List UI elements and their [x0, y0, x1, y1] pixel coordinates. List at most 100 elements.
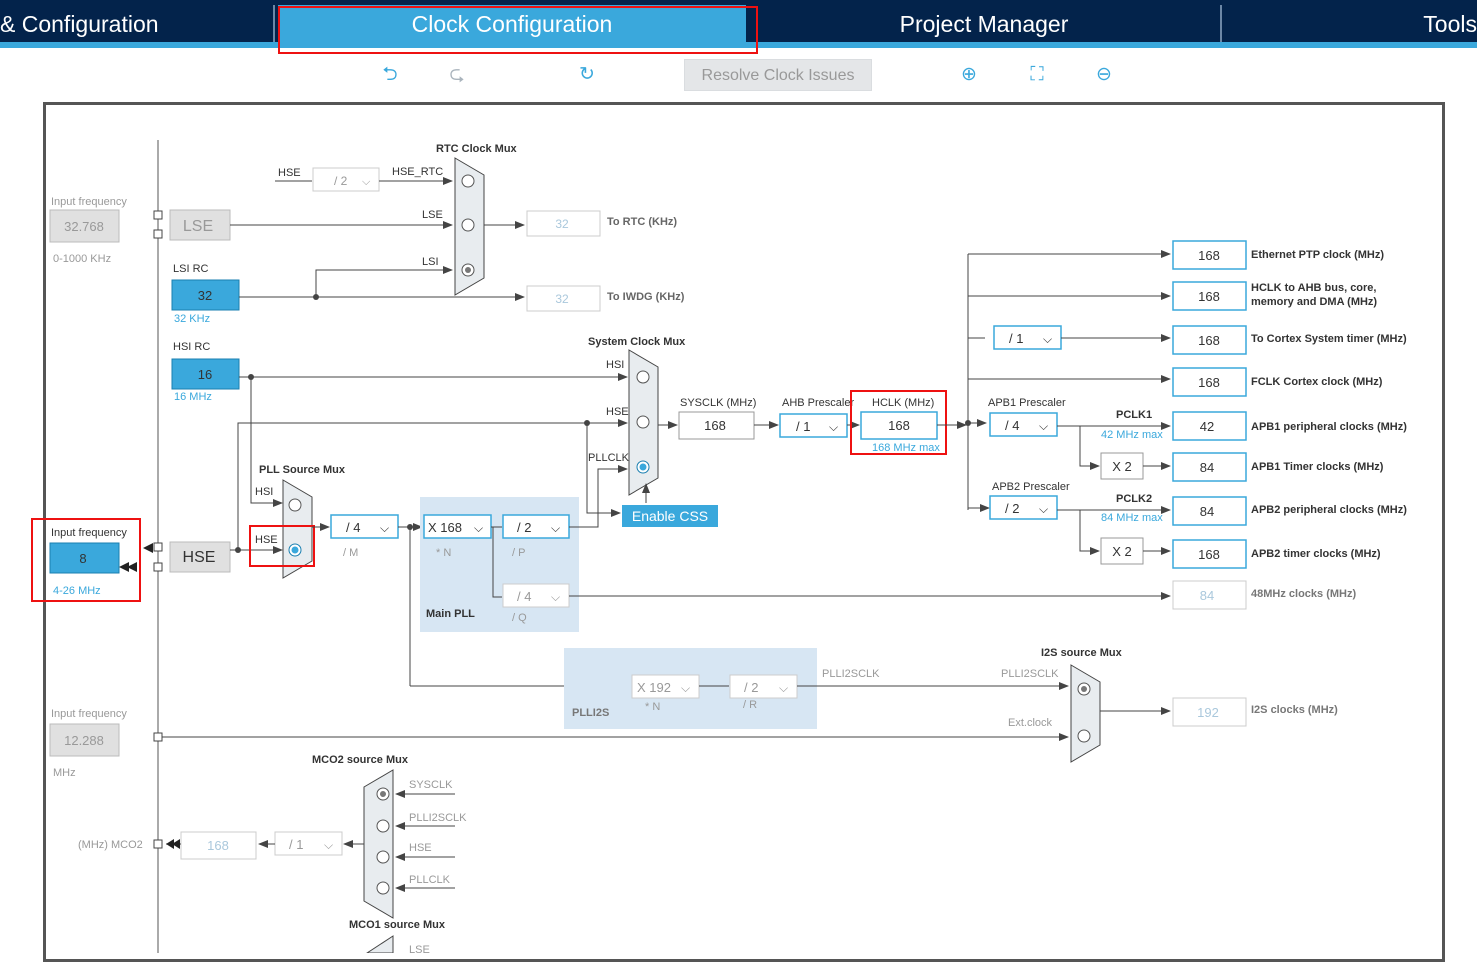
- rtc-mux-opt-hse[interactable]: [461, 174, 475, 188]
- mco2-label: (MHz) MCO2: [78, 839, 143, 851]
- resolve-clock-issues-button[interactable]: Resolve Clock Issues: [684, 59, 872, 91]
- apb1-timer-mul: [1100, 452, 1144, 480]
- undo-icon[interactable]: ⮌: [382, 64, 398, 85]
- mco2-opt-plli2s[interactable]: [376, 819, 390, 833]
- sys-mux-opt-hsi[interactable]: [636, 370, 650, 384]
- plli2s-n-value: X 192: [637, 680, 671, 695]
- highlight-pll-src-hse: [249, 525, 315, 567]
- sysclk-label: SYSCLK (MHz): [680, 397, 756, 409]
- output-hclk-ahb: 168 HCLK to AHB bus, core, memory and DM…: [1172, 281, 1377, 311]
- plli2s-out-label: PLLI2SCLK: [822, 668, 880, 680]
- chevron-down-icon: ⌵: [1039, 419, 1048, 433]
- tab-tools[interactable]: Tools: [1222, 5, 1477, 42]
- ahb-prescaler-label: AHB Prescaler: [782, 397, 854, 409]
- pll-source-mux: [282, 479, 313, 579]
- plli2s-n-label: * N: [645, 701, 660, 713]
- chevron-down-icon: ⌵: [380, 521, 389, 535]
- ahb-prescaler-value: / 1: [796, 419, 810, 434]
- output-ethernet-ptp: 168 Ethernet PTP clock (MHz): [1172, 240, 1384, 270]
- output-value: 84: [1200, 504, 1214, 519]
- lse-label: LSE: [183, 218, 213, 235]
- mco2-opt-pllclk[interactable]: [376, 881, 390, 895]
- lse-input-box[interactable]: [49, 209, 120, 243]
- pll-n-label: * N: [436, 547, 451, 559]
- hse-block: [169, 541, 231, 573]
- chevron-down-icon: ⌵: [779, 681, 788, 695]
- apb2-prescaler-value: / 2: [1005, 501, 1019, 516]
- pll-src-opt-hsi[interactable]: [288, 498, 302, 512]
- zoom-out-icon[interactable]: ⊖: [1096, 64, 1112, 85]
- hse-input-box[interactable]: [49, 542, 120, 574]
- i2s-output-label: I2S clocks (MHz): [1251, 704, 1338, 716]
- enable-css-button[interactable]: [622, 505, 718, 527]
- i2s-mux-title: I2S source Mux: [1041, 647, 1123, 659]
- pclk1-label: PCLK1: [1116, 409, 1152, 421]
- system-clock-mux-title: System Clock Mux: [588, 336, 686, 348]
- output-apb1-timer: 84 APB1 Timer clocks (MHz): [1172, 452, 1384, 482]
- mco2-source-mux: [363, 769, 394, 919]
- lse-input-value: 32.768: [64, 219, 104, 234]
- output-label: APB1 Timer clocks (MHz): [1251, 461, 1384, 473]
- pll-src-hsi-label: HSI: [255, 486, 273, 498]
- tab-pinout-configuration[interactable]: & Configuration: [0, 5, 275, 42]
- plli2s-r-value: / 2: [744, 680, 758, 695]
- mco2-output-box: [180, 831, 257, 860]
- refresh-icon[interactable]: ↻: [579, 64, 595, 85]
- apb2-prescaler-label: APB2 Prescaler: [992, 481, 1070, 493]
- pll-m-value: / 4: [346, 520, 360, 535]
- rtc-hse-rtc-label: HSE_RTC: [392, 166, 443, 178]
- tab-label: & Configuration: [0, 11, 159, 37]
- lsi-caption: LSI RC: [173, 263, 209, 275]
- rtc-in-lsi: LSI: [422, 256, 439, 268]
- output-value: 168: [1198, 333, 1220, 348]
- rtc-mux-opt-lse[interactable]: [461, 218, 475, 232]
- chevron-down-icon: ⌵: [362, 176, 371, 188]
- chevron-down-icon: ⌵: [1039, 502, 1048, 516]
- hsi-sub: 16 MHz: [174, 391, 212, 403]
- rtc-hse-div-select[interactable]: [312, 167, 380, 192]
- output-label: 48MHz clocks (MHz): [1251, 588, 1356, 600]
- output-cortex-timer: 168 To Cortex System timer (MHz): [1172, 325, 1407, 355]
- apb2-timer-mul: [1100, 537, 1144, 565]
- chevron-down-icon: ⌵: [324, 838, 333, 852]
- mco2-opt-hse[interactable]: [376, 850, 390, 864]
- output-label: Ethernet PTP clock (MHz): [1251, 249, 1384, 261]
- sys-mux-opt-hse[interactable]: [636, 415, 650, 429]
- fit-screen-icon[interactable]: ⛶: [1030, 64, 1044, 85]
- mco2-div-value: / 1: [289, 837, 303, 852]
- highlight-hse-input: [31, 518, 141, 602]
- rtc-mux-title: RTC Clock Mux: [436, 143, 518, 155]
- redo-icon[interactable]: ⮎: [449, 64, 465, 85]
- hse-label: HSE: [183, 549, 216, 566]
- output-48mhz: 84 48MHz clocks (MHz): [1172, 580, 1356, 610]
- mco1-mux-title: MCO1 source Mux: [349, 919, 446, 931]
- rtc-in-hse: HSE: [278, 167, 301, 179]
- output-fclk: 168 FCLK Cortex clock (MHz): [1172, 367, 1383, 397]
- apb2-prescaler-select[interactable]: [989, 495, 1058, 520]
- tab-clock-configuration[interactable]: Clock Configuration: [278, 5, 746, 48]
- chevron-down-icon: ⌵: [474, 521, 483, 535]
- apb1-timer-mul-value: X 2: [1112, 459, 1132, 474]
- apb1-prescaler-select[interactable]: [989, 412, 1058, 437]
- zoom-in-icon[interactable]: ⊕: [961, 64, 977, 85]
- iwdg-output-value: 32: [555, 292, 569, 306]
- i2s-mux-opt-ext[interactable]: [1077, 729, 1091, 743]
- chevron-down-icon: ⌵: [1043, 332, 1052, 346]
- output-label-line2: memory and DMA (MHz): [1251, 296, 1377, 308]
- i2s-input-box[interactable]: [49, 723, 120, 757]
- cortex-div-value: / 1: [1009, 331, 1023, 346]
- iwdg-output-box: [526, 285, 601, 312]
- mco2-mux-title: MCO2 source Mux: [312, 754, 409, 766]
- sysclk-box[interactable]: [678, 411, 755, 440]
- mco2-output-value: 168: [207, 838, 229, 853]
- output-value: 168: [1198, 289, 1220, 304]
- i2s-mux-in1-label: PLLI2SCLK: [1001, 668, 1059, 680]
- i2s-mux-in2-label: Ext.clock: [1008, 717, 1053, 729]
- i2s-input-unit: MHz: [53, 767, 76, 779]
- highlight-hclk: [850, 390, 947, 455]
- chevron-down-icon: ⌵: [681, 681, 690, 695]
- sys-mux-hse-label: HSE: [606, 406, 629, 418]
- hclk-box[interactable]: [860, 411, 938, 440]
- tab-project-manager[interactable]: Project Manager: [748, 5, 1222, 42]
